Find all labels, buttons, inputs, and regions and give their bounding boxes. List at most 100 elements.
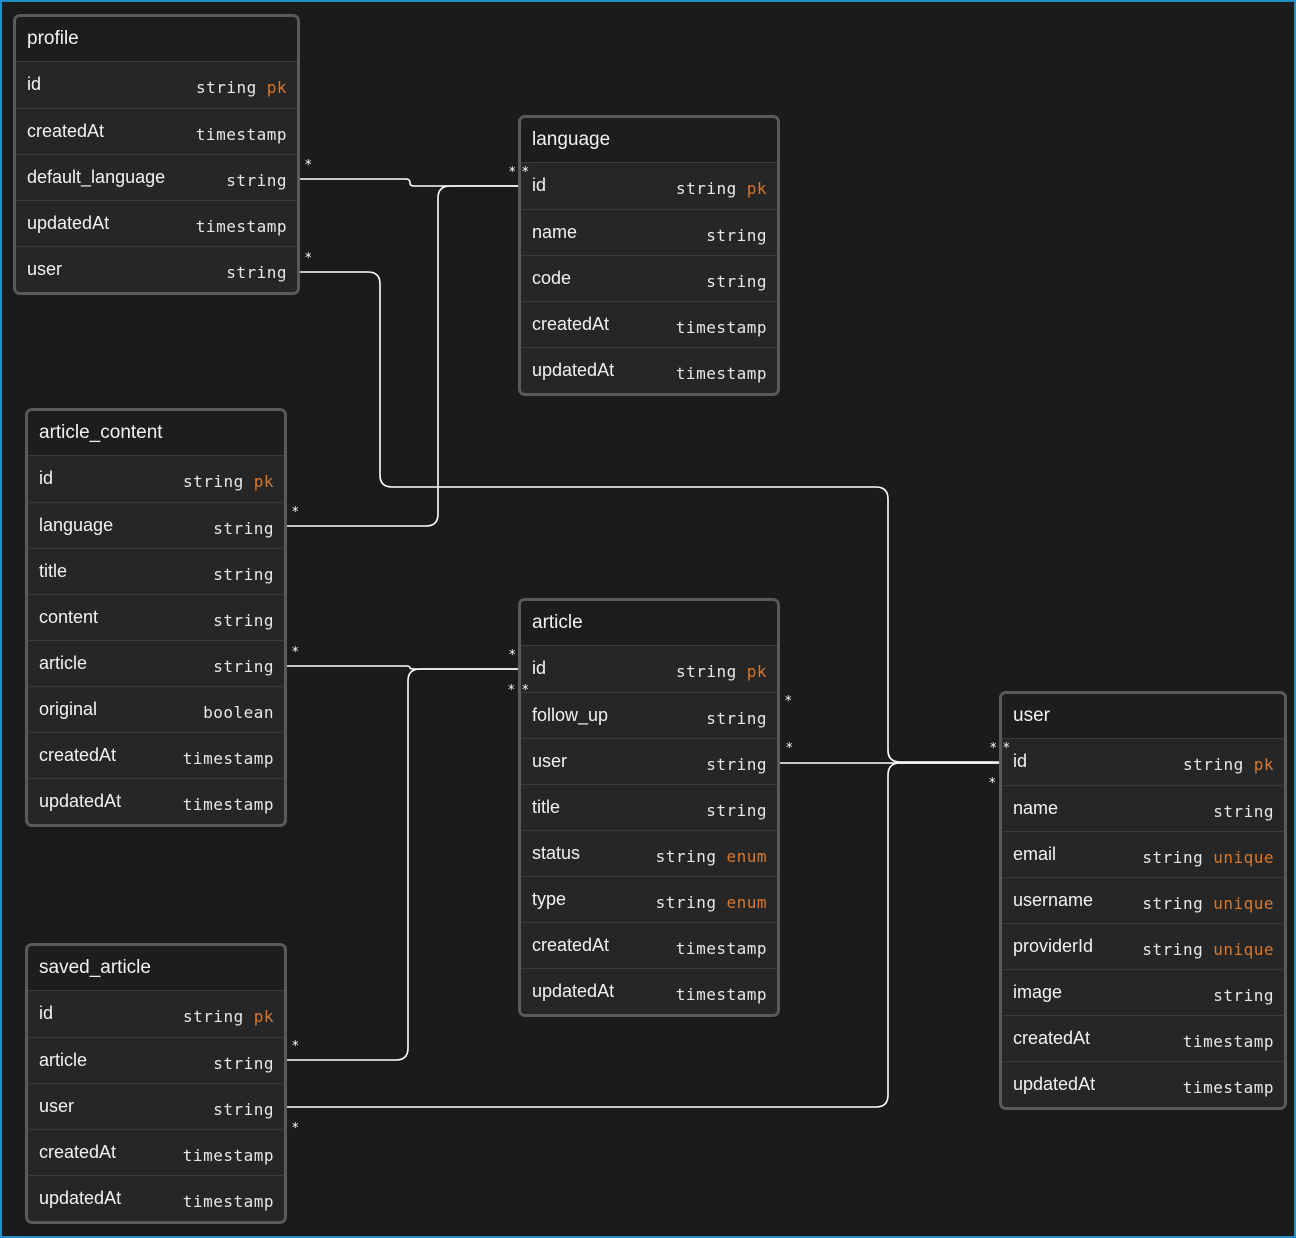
cardinality-marker: * [786,741,793,756]
field-name: name [532,222,578,242]
field-name: id [1013,751,1028,771]
field-name: title [39,561,68,581]
table-title[interactable]: article [521,601,777,646]
field-type-text: string [1213,802,1274,821]
field-type: string [213,1088,274,1132]
field-type: string [706,789,767,833]
field-tag-unique: unique [1213,940,1274,959]
field-type-text: string [706,755,767,774]
field-name: id [532,175,547,195]
cardinality-marker: * [1003,741,1010,756]
field-type: timestamp [1183,1020,1274,1064]
cardinality-marker: * [785,694,792,709]
field-type-text: timestamp [195,125,287,144]
cardinality-marker: * [509,165,516,180]
field-type-text: string [182,1007,244,1026]
table-title[interactable]: article_content [28,411,284,456]
field-row[interactable]: user string [521,738,777,784]
table-title[interactable]: profile [16,17,297,62]
field-row[interactable]: updatedAt timestamp [28,778,284,824]
field-name: updatedAt [39,1188,122,1208]
table-title[interactable]: language [521,118,777,163]
rel-article_content-article-article-id[interactable] [280,665,525,670]
field-type: timestamp [196,205,287,249]
field-type: timestamp [676,927,767,971]
rel-saved_article-article-article-id[interactable] [280,668,525,1061]
field-name: name [1013,798,1059,818]
field-type-text: timestamp [1182,1078,1274,1097]
cardinality-marker: * [292,505,299,520]
field-row[interactable]: updatedAt timestamp [1002,1061,1284,1107]
field-type: string [213,553,274,597]
field-type-text: timestamp [182,749,274,768]
field-name: article [39,1050,88,1070]
field-type: string [226,251,287,292]
field-name: updatedAt [532,981,615,1001]
field-name: user [532,751,568,771]
table-title[interactable]: saved_article [28,946,284,991]
rel-profile-default_language-language-id[interactable] [293,178,525,187]
field-name: updatedAt [27,213,110,233]
field-type: string [1213,974,1274,1018]
field-row[interactable]: title string [28,548,284,594]
field-type-text: string [1213,986,1274,1005]
field-type: timestamp [183,783,274,824]
field-type: string [706,260,767,304]
field-name: default_language [27,167,166,187]
field-row[interactable]: updatedAt timestamp [16,200,297,246]
field-name: createdAt [532,314,610,334]
table-title[interactable]: user [1002,694,1284,739]
field-tag-unique: unique [1213,848,1274,867]
field-row[interactable]: name string [1002,785,1284,831]
field-name: updatedAt [39,791,122,811]
field-name: providerId [1013,936,1094,956]
field-tag-pk: pk [253,472,274,491]
field-name: updatedAt [1013,1074,1096,1094]
cardinality-marker: * [292,645,299,660]
field-type-text: string [226,263,287,282]
rel-article_content-language-language-id[interactable] [280,185,525,527]
field-type-text: string [1182,755,1244,774]
